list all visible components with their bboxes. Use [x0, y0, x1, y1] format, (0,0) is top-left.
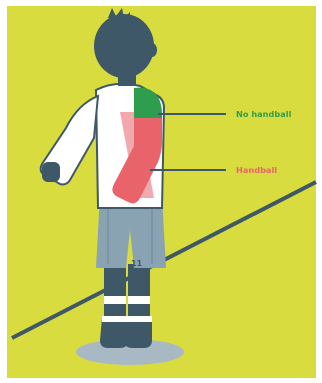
handball-label: Handball — [236, 165, 277, 175]
ear — [147, 43, 157, 57]
head — [94, 14, 154, 78]
left-sock-band — [104, 296, 126, 304]
right-boot — [124, 318, 152, 348]
left-boot — [100, 318, 128, 348]
no-handball-label: No handball — [236, 109, 292, 119]
left-hand — [42, 162, 60, 182]
shorts-number: 11 — [131, 259, 143, 268]
right-sock-band — [128, 296, 150, 304]
